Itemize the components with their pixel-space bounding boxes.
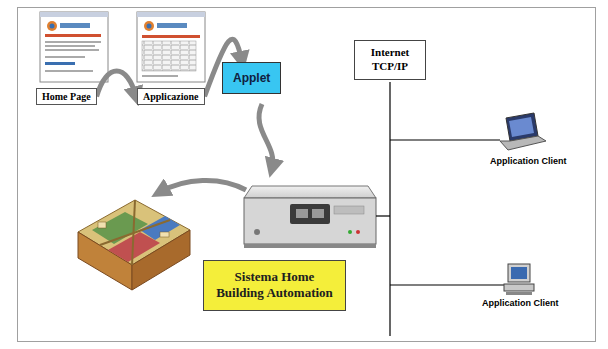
homepage-screenshot [40, 12, 108, 82]
page-label: Home Page [36, 88, 97, 105]
node-text: Applet [233, 71, 270, 85]
controller-device [244, 186, 376, 248]
node-text: Internet TCP/IP [361, 46, 419, 74]
laptop-icon [500, 113, 546, 150]
node-text: Home Page [42, 91, 91, 102]
desktop-icon [504, 264, 534, 295]
application-screenshot [137, 12, 205, 82]
house-illustration [78, 200, 190, 290]
applet-box: Applet [222, 62, 281, 94]
node-text: Applicazione [143, 91, 199, 102]
system-box: Sistema Home Building Automation [203, 260, 346, 311]
network-wire [376, 82, 506, 336]
flow-arrow [259, 104, 273, 168]
flow-arrow [97, 71, 136, 97]
page-label: Applicazione [137, 88, 205, 105]
flow-arrow [160, 180, 246, 192]
node-text: Sistema Home Building Automation [212, 269, 337, 302]
client-label: Application Client [482, 298, 559, 308]
client-label: Application Client [490, 156, 567, 166]
network-box: Internet TCP/IP [354, 40, 426, 80]
